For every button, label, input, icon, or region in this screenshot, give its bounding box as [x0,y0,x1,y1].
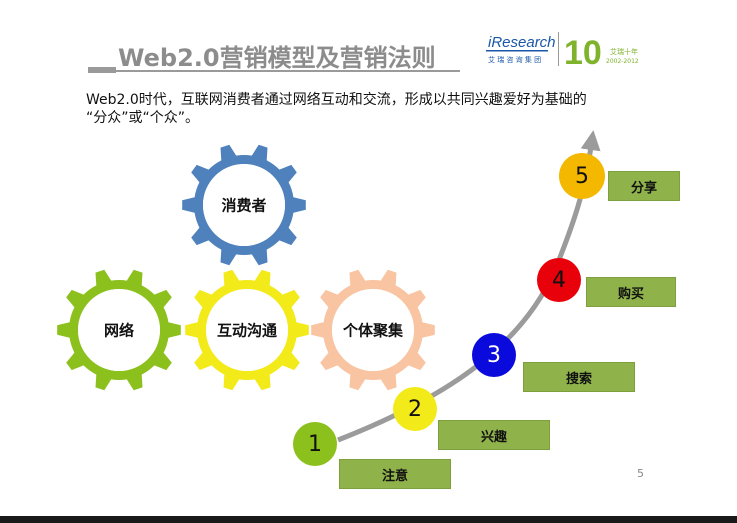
intro-line-1: Web2.0时代，互联网消费者通过网络互动和交流，形成以共同兴趣爱好为基础的 [86,92,587,108]
slide-title: Web2.0营销模型及营销法则 [118,44,436,72]
logo-brand-sub: 艾 瑞 咨 询 集 团 [488,55,541,64]
gear-network [57,269,181,391]
gear-label-interaction: 互动沟通 [216,321,278,340]
step-box-attention: 注意 [339,459,451,489]
gear-label-consumer: 消费者 [221,196,267,215]
intro-text: Web2.0时代，互联网消费者通过网络互动和交流，形成以共同兴趣爱好为基础的 “… [86,91,686,127]
step-number-1: 1 [308,431,322,457]
intro-line-2: “分众”或“个众”。 [86,110,200,126]
step-circle-4: 4 [537,258,581,302]
gear-network-center [78,289,160,371]
step-number-3: 3 [487,342,501,368]
gear-consumer-center [203,164,285,246]
step-circle-2: 2 [393,387,437,431]
gear-consumer [182,144,306,266]
gear-individual-center [332,289,414,371]
title-underline [88,70,460,72]
iresearch-logo: iResearch 艾 瑞 咨 询 集 团 10 艾瑞十年 2002-2012 [486,32,639,70]
step-circle-5: 5 [559,153,605,199]
step-number-4: 4 [552,267,566,293]
logo-brand-text: iResearch [488,34,556,51]
step-box-search: 搜索 [523,362,635,392]
step-number-2: 2 [408,396,422,422]
gear-individual [311,269,435,391]
step-number-5: 5 [575,163,589,189]
gear-label-individual: 个体聚集 [342,321,404,340]
step-circle-3: 3 [472,333,516,377]
gear-interaction [185,269,309,391]
step-box-interest: 兴趣 [438,420,550,450]
page-number: 5 [637,467,644,480]
gear-label-network: 网络 [103,321,135,340]
gear-interaction-center [206,289,288,371]
logo-anniversary-number: 10 [564,34,602,70]
step-circle-1: 1 [293,422,337,466]
step-box-purchase: 购买 [586,277,676,307]
bottom-bar [0,516,737,523]
logo-anniversary-text: 艾瑞十年 [610,47,638,56]
logo-years: 2002-2012 [606,58,639,65]
step-box-share: 分享 [608,171,680,201]
